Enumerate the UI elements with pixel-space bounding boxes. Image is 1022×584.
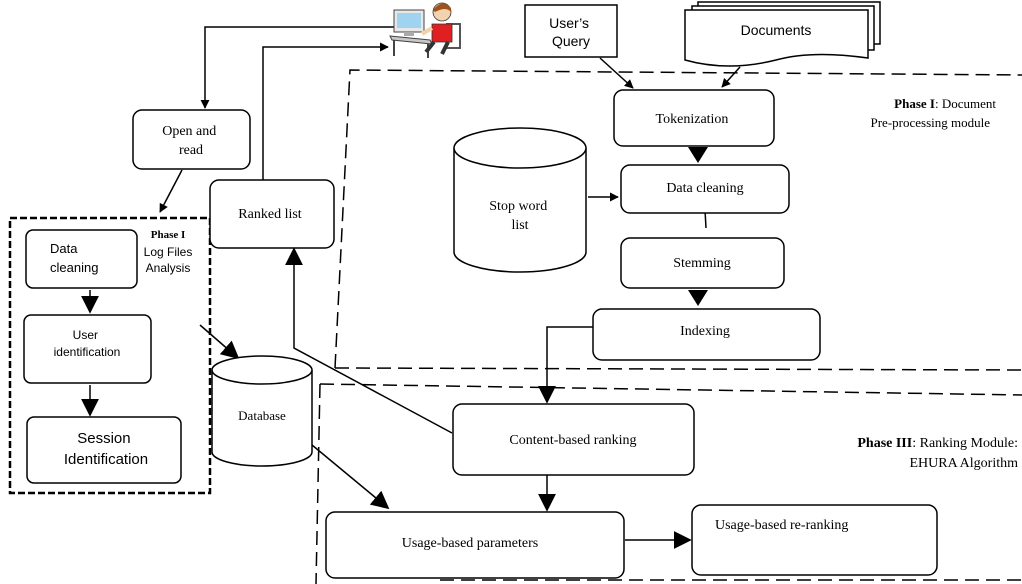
arrowhead-stemming-to-indexing (688, 290, 708, 306)
arrow-user-to-open-read (200, 26, 395, 109)
users-query-label-line2: Query (552, 33, 590, 49)
documents-node: Documents (684, 1, 881, 67)
usage-based-reranking-node: Usage-based re-ranking (691, 504, 938, 576)
svg-text:Stop word list: Stop word list (489, 199, 550, 233)
usage-based-parameters-node: Usage-based parameters (325, 511, 625, 579)
arrow-database-to-usage-params (305, 439, 390, 510)
phase1-boundary (334, 69, 1022, 369)
phase1-label-rest: : Document (935, 96, 996, 111)
svg-text:Data cleaning: Data cleaning (50, 241, 98, 275)
phase2-label: Phase I Log Files Analysis (144, 229, 193, 275)
session-identification-line1: Session (77, 430, 130, 447)
user-identification-node: User identification (23, 314, 152, 384)
indexing-node: Indexing (592, 308, 821, 361)
tokenization-node: Tokenization (613, 89, 775, 147)
person-at-computer-icon (389, 2, 461, 58)
svg-text:Session Identification: Session Identification (64, 430, 148, 468)
phase2-label-line3: Analysis (146, 261, 191, 275)
arrow-documents-to-tokenization (721, 66, 741, 88)
phase3-left-boundary (315, 383, 321, 584)
stop-word-line2: list (511, 218, 528, 233)
database-node: Database (211, 355, 313, 467)
ranked-list-node: Ranked list (209, 179, 335, 249)
phase2-label-bold: Phase I (151, 229, 186, 241)
phase2-boundary (8, 216, 212, 495)
arrow-content-ranking-to-ranked-list (285, 247, 453, 434)
database-label: Database (238, 408, 286, 423)
arrowhead-tokenization-to-datacleaning (688, 147, 708, 163)
phase3-label-rest: : Ranking Module: (912, 436, 1018, 451)
user-identification-line1: User (73, 328, 98, 342)
svg-text:User’s Query: User’s Query (549, 15, 593, 49)
open-and-read-node: Open and read (132, 109, 251, 170)
users-query-node: User’s Query (524, 4, 618, 58)
users-query-label-line1: User’s (549, 15, 589, 31)
ranked-list-label: Ranked list (238, 207, 301, 222)
content-based-ranking-label: Content-based ranking (509, 433, 636, 448)
phase1-phase3-divider (334, 367, 1022, 371)
user-identification-line2: identification (54, 345, 121, 359)
stemming-node: Stemming (620, 237, 785, 289)
phase1-label-bold: Phase I (894, 96, 935, 111)
phase3-boundary (319, 383, 1022, 396)
connectors (81, 26, 741, 549)
phase1-label-line2: Pre-processing module (870, 115, 990, 130)
stop-word-line1: Stop word (489, 199, 547, 214)
arrow-ranked-list-to-user (262, 42, 389, 180)
open-and-read-line2: read (179, 143, 203, 158)
open-and-read-line1: Open and (162, 124, 216, 139)
svg-text:User identification: User identification (54, 328, 121, 359)
usage-based-parameters-label: Usage-based parameters (402, 536, 538, 551)
usage-based-reranking-label: Usage-based re-ranking (715, 518, 848, 533)
arrow-phase2-to-database (199, 324, 240, 360)
svg-text:Phase III: Ranking Module:: Phase III: Ranking Module: (857, 436, 1018, 451)
stemming-label: Stemming (673, 256, 731, 271)
phase1-arrowheads (688, 147, 708, 306)
data-cleaning-label: Data cleaning (666, 181, 743, 196)
documents-label: Documents (741, 22, 812, 38)
phase2-data-cleaning-node: Data cleaning (25, 229, 138, 289)
arrow-open-read-to-phase2 (159, 169, 183, 213)
phase3-label-line2: EHURA Algorithm (909, 456, 1018, 471)
phase3-label: Phase III: Ranking Module: EHURA Algorit… (857, 436, 1018, 471)
indexing-label: Indexing (680, 324, 730, 339)
stop-word-list-node: Stop word list (453, 127, 587, 273)
data-cleaning-node: Data cleaning (620, 164, 790, 214)
svg-text:Open and read: Open and read (162, 124, 220, 158)
phase2-label-line2: Log Files (144, 245, 193, 259)
arrow-indexing-to-content-ranking (538, 326, 595, 404)
content-based-ranking-node: Content-based ranking (452, 403, 695, 476)
tokenization-label: Tokenization (656, 112, 729, 127)
phase2-data-cleaning-line2: cleaning (50, 260, 98, 275)
phase-boundaries (8, 69, 1022, 584)
session-identification-line2: Identification (64, 451, 148, 468)
svg-text:Phase I: Document: Phase I: Document (894, 96, 996, 111)
phase3-label-bold: Phase III (857, 436, 912, 451)
arrow-query-to-tokenization (599, 57, 634, 89)
session-identification-node: Session Identification (26, 416, 182, 484)
phase2-data-cleaning-line1: Data (50, 241, 78, 256)
phase1-label: Phase I: Document Pre-processing module (870, 96, 996, 130)
